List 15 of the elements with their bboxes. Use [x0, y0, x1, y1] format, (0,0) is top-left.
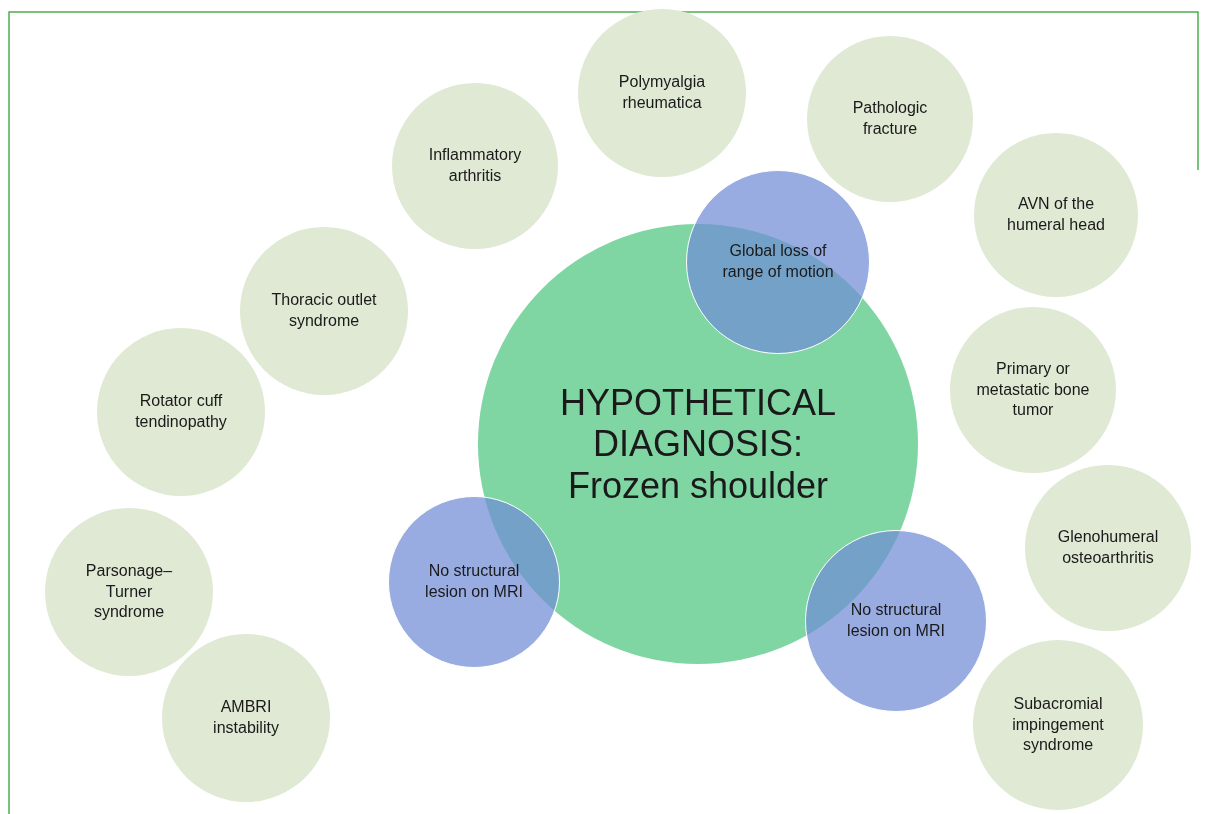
circle-label: Inflammatory arthritis	[427, 145, 523, 186]
circle-label: Rotator cuff tendinopathy	[134, 391, 228, 432]
circle-label: Global loss of range of motion	[721, 241, 835, 282]
circle-label: Parsonage–Turner syndrome	[84, 560, 174, 623]
circle-label: Polymyalgia rheumatica	[617, 72, 707, 113]
circle-label: Glenohumeral osteoarthritis	[1056, 527, 1160, 568]
circle-label: Primary or metastatic bone tumor	[975, 358, 1091, 421]
circle-label: AMBRI instability	[212, 697, 280, 738]
circle-label: AVN of the humeral head	[1006, 194, 1106, 235]
circle-label: No structural lesion on MRI	[424, 561, 524, 602]
circle-label: HYPOTHETICAL DIAGNOSIS: Frozen shoulder	[558, 381, 837, 507]
circle-label: Subacromial impingement syndrome	[1011, 693, 1105, 756]
circle-label: Pathologic fracture	[851, 98, 929, 139]
circle-label: No structural lesion on MRI	[846, 600, 946, 641]
circle-label: Thoracic outlet syndrome	[270, 290, 378, 331]
